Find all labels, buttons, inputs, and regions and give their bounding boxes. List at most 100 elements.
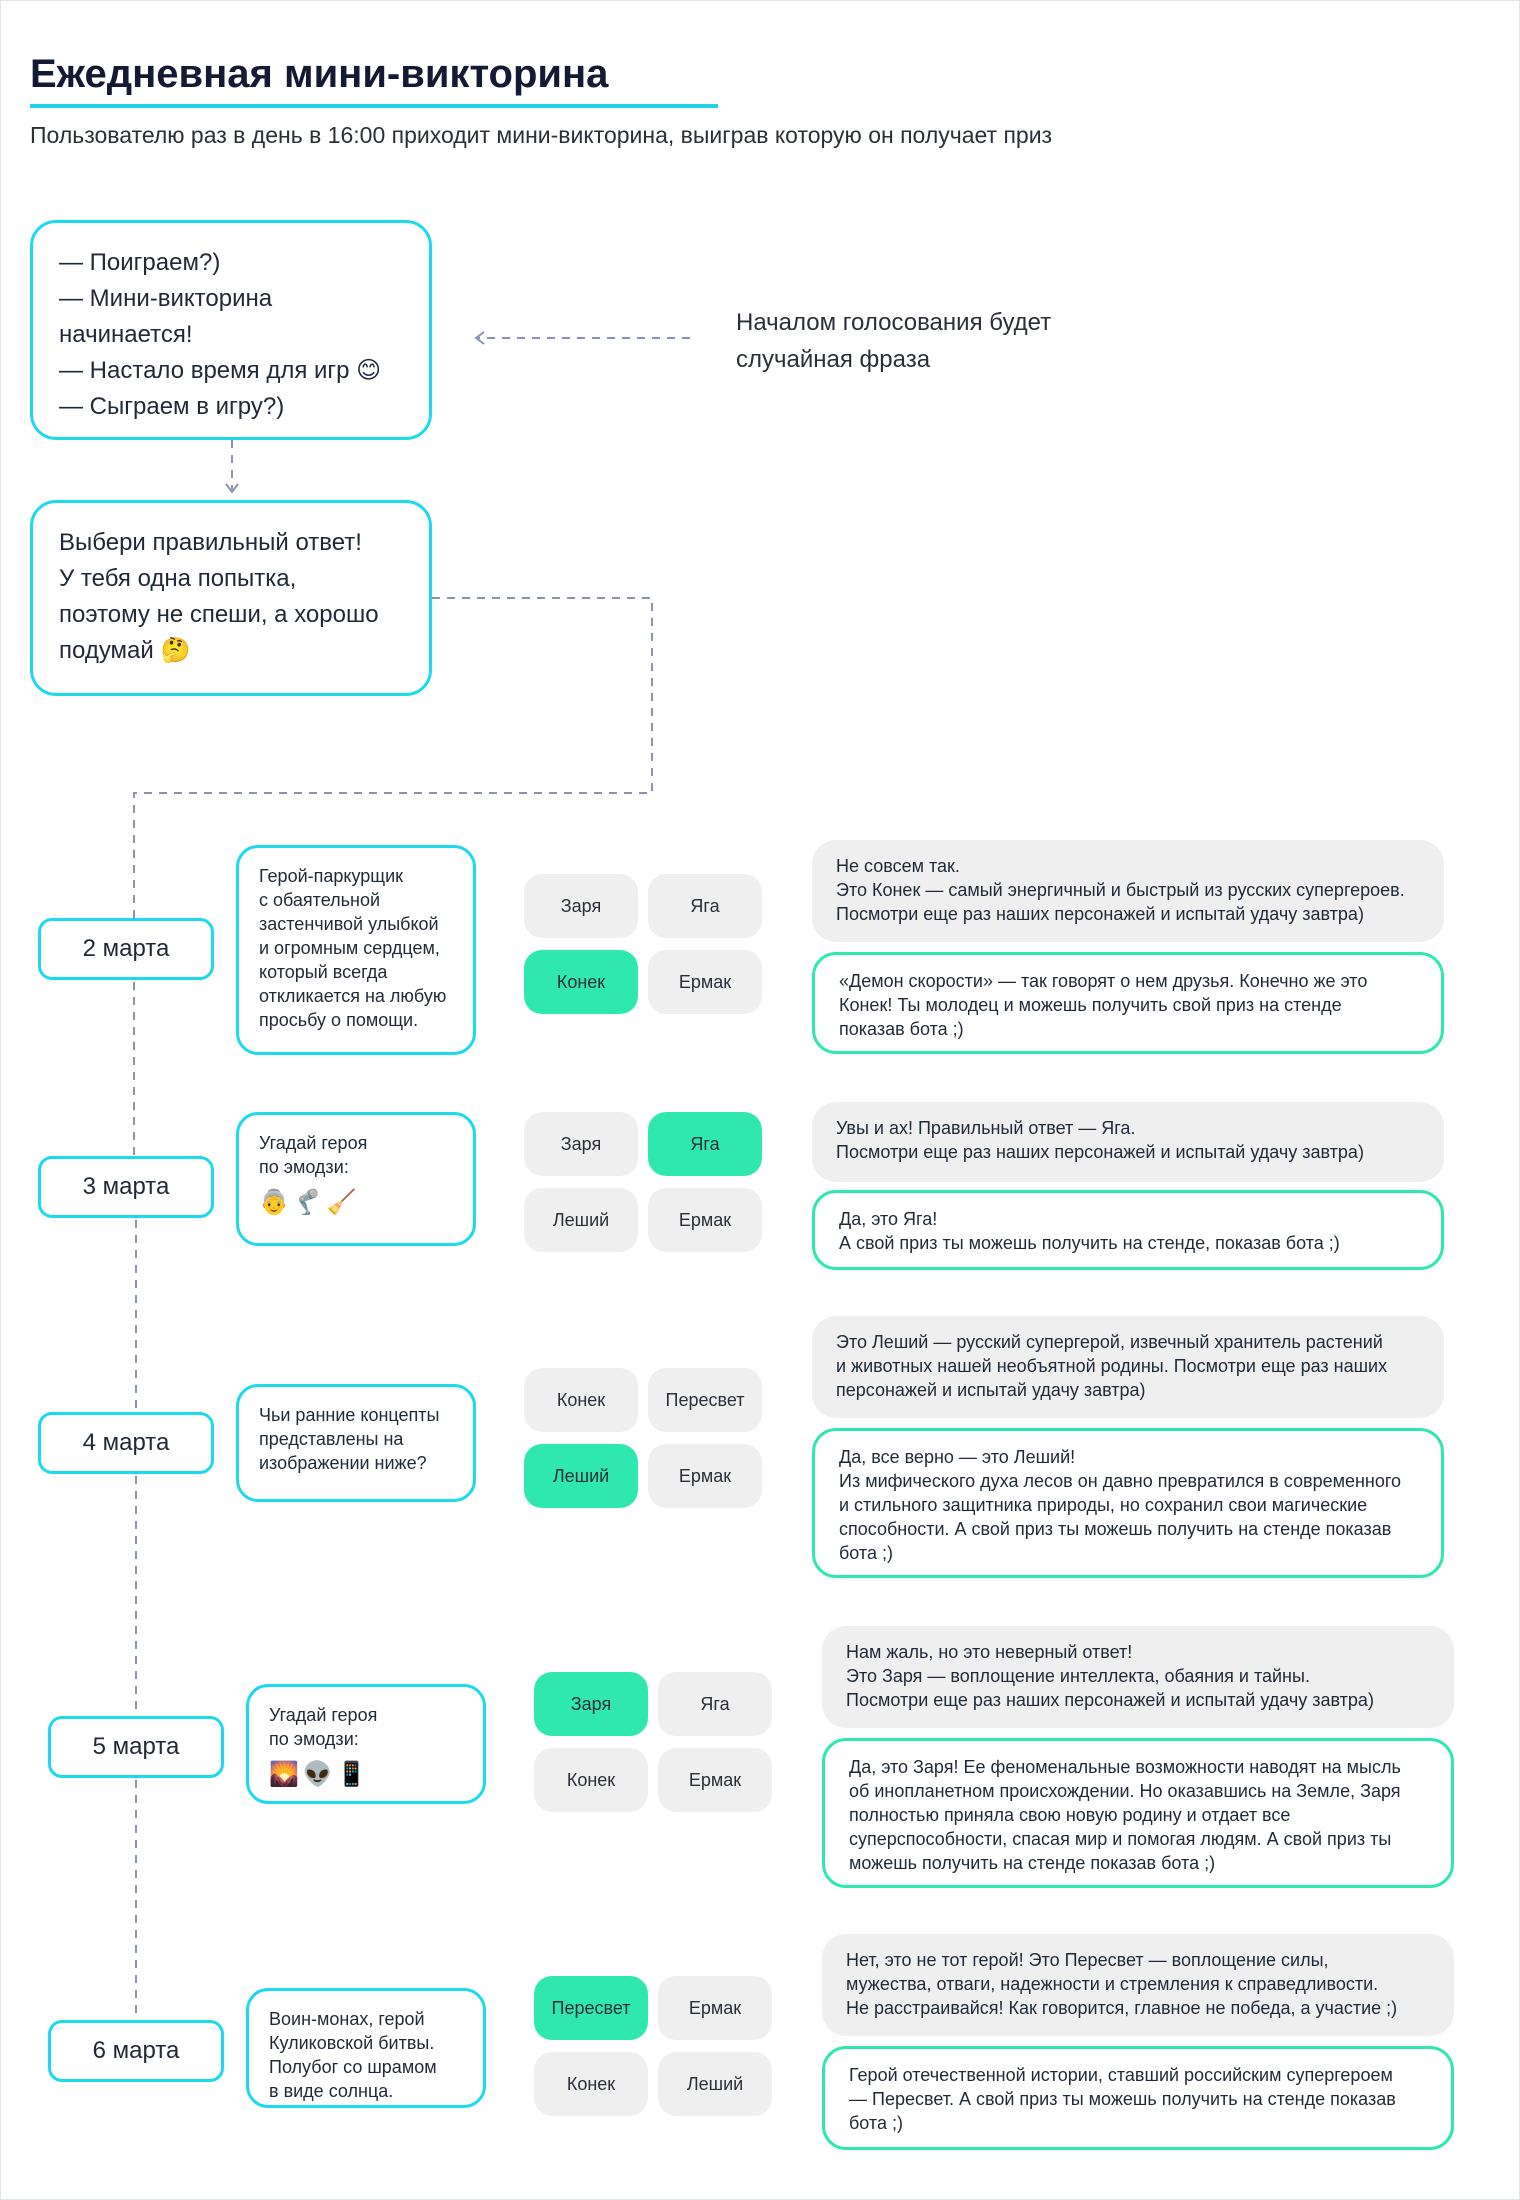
answer-option[interactable]: Заря [524,874,638,938]
reply-line: полностью приняла свою новую родину и от… [849,1805,1291,1825]
start-note: Началом голосования будет случайная фраз… [736,304,1116,378]
question-line: изображении ниже? [259,1453,427,1473]
reply-line: Да, это Заря! Ее феноменальные возможнос… [849,1757,1401,1777]
reply-line: Нет, это не тот герой! Это Пересвет — во… [846,1950,1329,1970]
question-line: в виде солнца. [269,2081,394,2101]
emoji-hint: 👵🦿🧹 [259,1189,361,1216]
question-card: Герой-паркурщик с обаятельной застенчиво… [236,845,476,1055]
question-line: который всегда [259,962,388,982]
reply-line: способности. А свой приз ты можешь получ… [839,1519,1392,1539]
rules-line: поэтому не спеши, а хорошо [59,601,379,628]
intro-line: — Сыграем в игру?) [59,393,285,420]
reply-line: и стильного защитника природы, но сохран… [839,1495,1368,1515]
reply-line: об инопланетном происхождении. Но оказав… [849,1781,1401,1801]
answer-option[interactable]: Яга [658,1672,772,1736]
reply-line: и животных нашей необъятной родины. Посм… [836,1356,1388,1376]
rules-bubble: Выбери правильный ответ! У тебя одна поп… [30,500,432,696]
question-line: с обаятельной [259,890,381,910]
reply-line: бота ;) [849,2113,903,2133]
answer-option[interactable]: Конек [524,1368,638,1432]
answer-option[interactable]: Леший [524,1188,638,1252]
rules-line: Выбери правильный ответ! [59,529,362,556]
date-badge: 3 марта [38,1156,214,1218]
reply-line: Посмотри еще раз наших персонажей и испы… [836,904,1364,924]
right-answer-reply: Герой отечественной истории, ставший рос… [822,2046,1454,2150]
wrong-answer-reply: Нет, это не тот герой! Это Пересвет — во… [822,1934,1454,2036]
intro-bubble: — Поиграем?) — Мини-викторина начинается… [30,220,432,440]
rules-line: подумай 🤔 [59,637,191,664]
intro-line: — Поиграем?) [59,249,221,276]
answer-option-correct[interactable]: Заря [534,1672,648,1736]
answer-option[interactable]: Конек [534,1748,648,1812]
question-line: по эмодзи: [259,1157,349,1177]
date-badge: 2 марта [38,918,214,980]
question-card: Угадай героя по эмодзи: 👵🦿🧹 [236,1112,476,1246]
page-title: Ежедневная мини-викторина [30,52,609,96]
answer-option[interactable]: Ермак [648,1188,762,1252]
wrong-answer-reply: Нам жаль, но это неверный ответ! Это Зар… [822,1626,1454,1728]
question-line: Воин-монах, герой [269,2009,425,2029]
answer-option[interactable]: Заря [524,1112,638,1176]
question-line: и огромным сердцем, [259,938,440,958]
reply-line: Нам жаль, но это неверный ответ! [846,1642,1133,1662]
answer-option[interactable]: Ермак [648,950,762,1014]
question-line: представлены на [259,1429,404,1449]
answer-option-correct[interactable]: Леший [524,1444,638,1508]
answer-option[interactable]: Леший [658,2052,772,2116]
answer-option-correct[interactable]: Конек [524,950,638,1014]
reply-line: Из мифического духа лесов он давно превр… [839,1471,1402,1491]
question-line: откликается на любую [259,986,447,1006]
answer-option-correct[interactable]: Пересвет [534,1976,648,2040]
right-answer-reply: Да, это Заря! Ее феноменальные возможнос… [822,1738,1454,1888]
right-answer-reply: Да, все верно — это Леший! Из мифическог… [812,1428,1444,1578]
note-line: Началом голосования будет [736,309,1052,336]
reply-line: Посмотри еще раз наших персонажей и испы… [836,1142,1364,1162]
question-line: застенчивой улыбкой [259,914,439,934]
question-line: Полубог со шрамом [269,2057,437,2077]
reply-line: Да, все верно — это Леший! [839,1447,1076,1467]
reply-line: Это Конек — самый энергичный и быстрый и… [836,880,1405,900]
reply-line: Увы и ах! Правильный ответ — Яга. [836,1118,1136,1138]
answer-option[interactable]: Конек [534,2052,648,2116]
date-badge: 4 марта [38,1412,214,1474]
answer-option[interactable]: Ермак [658,1976,772,2040]
reply-line: можешь получить на стенде показав бота ;… [849,1853,1216,1873]
question-line: по эмодзи: [269,1729,359,1749]
wrong-answer-reply: Увы и ах! Правильный ответ — Яга. Посмот… [812,1102,1444,1182]
date-badge: 5 марта [48,1716,224,1778]
question-line: просьбу о помощи. [259,1010,419,1030]
page-subtitle: Пользователю раз в день в 16:00 приходит… [30,122,1053,148]
reply-line: «Демон скорости» — так говорят о нем дру… [839,971,1368,991]
reply-line: Конек! Ты молодец и можешь получить свой… [839,995,1342,1015]
answer-option-correct[interactable]: Яга [648,1112,762,1176]
intro-arrow-head [225,483,239,494]
answer-option[interactable]: Пересвет [648,1368,762,1432]
question-card: Чьи ранние концепты представлены на изоб… [236,1384,476,1502]
emoji-hint: 🌄👽📱 [269,1761,371,1788]
wrong-answer-reply: Это Леший — русский супергерой, извечный… [812,1316,1444,1418]
date-badge: 6 марта [48,2020,224,2082]
reply-line: Да, это Яга! [839,1209,938,1229]
answer-option[interactable]: Ермак [648,1444,762,1508]
note-arrow-head [474,331,485,345]
question-line: Герой-паркурщик [259,866,404,886]
answer-option[interactable]: Ермак [658,1748,772,1812]
answer-option[interactable]: Яга [648,874,762,938]
question-card: Воин-монах, герой Куликовской битвы. Пол… [246,1988,486,2108]
reply-line: Герой отечественной истории, ставший рос… [849,2065,1393,2085]
title-underline [30,104,718,108]
reply-line: показав бота ;) [839,1019,964,1039]
reply-line: мужества, отваги, надежности и стремлени… [846,1974,1379,1994]
right-answer-reply: Да, это Яга! А свой приз ты можешь получ… [812,1190,1444,1270]
question-line: Куликовской битвы. [269,2033,435,2053]
question-line: Угадай героя [269,1705,378,1725]
intro-line: — Настало время для игр 😊 [59,357,382,384]
reply-line: Посмотри еще раз наших персонажей и испы… [846,1690,1374,1710]
reply-line: Не расстраивайся! Как говорится, главное… [846,1998,1398,2018]
reply-line: Это Заря — воплощение интеллекта, обаяни… [846,1666,1310,1686]
reply-line: суперспособности, спасая мир и помогая л… [849,1829,1392,1849]
reply-line: бота ;) [839,1543,893,1563]
reply-line: персонажей и испытай удачу завтра) [836,1380,1146,1400]
reply-line: Это Леший — русский супергерой, извечный… [836,1332,1383,1352]
